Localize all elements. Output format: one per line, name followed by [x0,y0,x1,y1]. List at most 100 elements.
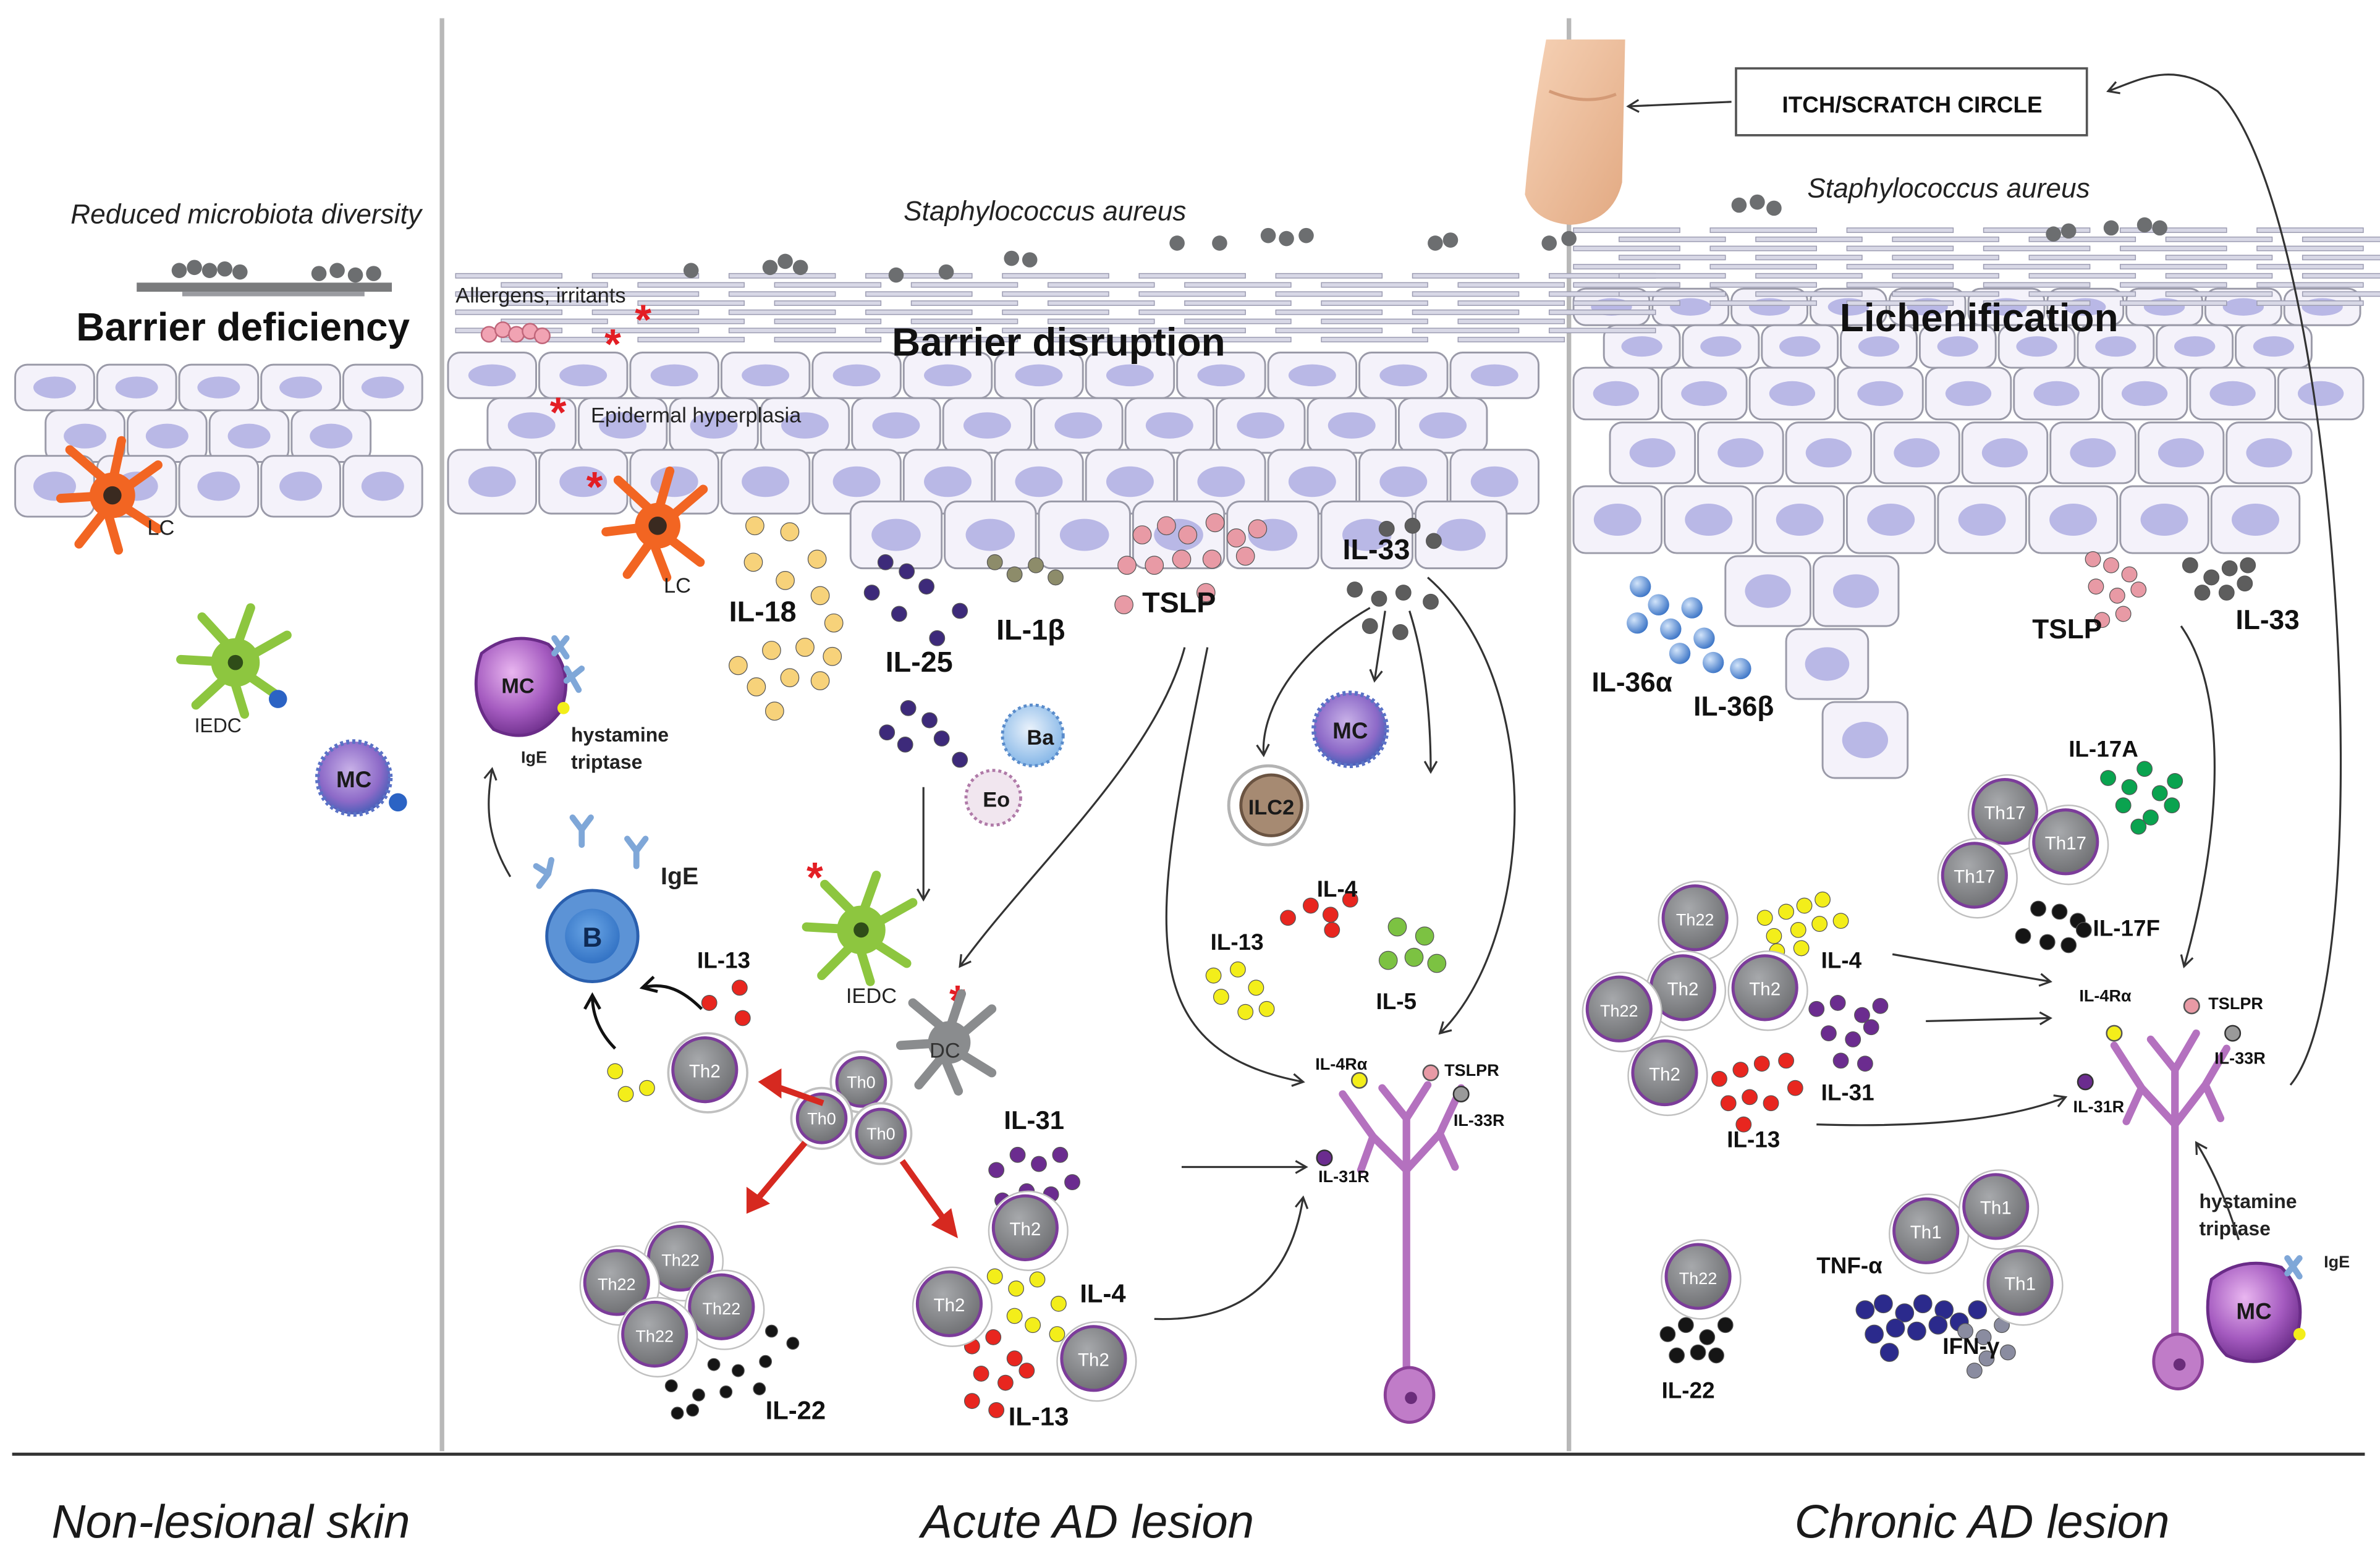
bacterium [1169,235,1185,251]
cytokine-dot [607,1063,624,1080]
cytokine-dot [639,1080,655,1096]
cytokine-dot [1735,1116,1752,1133]
bacterium [1561,230,1577,247]
bacterium [1022,252,1038,268]
il22-label-right: IL-22 [1662,1377,1715,1403]
bacterium [938,264,954,280]
cytokine-dot [686,1403,700,1417]
cytokine-dot [2115,797,2132,814]
nucleus [872,412,920,439]
svg-text:Th17: Th17 [2045,834,2086,854]
il17f-label: IL-17F [2093,916,2161,941]
cytokine-dot [2121,566,2138,583]
bacterium [683,263,699,278]
nucleus [2297,381,2344,406]
il4ra-label: IL-4Rα [1315,1055,1368,1073]
nucleus [2158,438,2204,468]
cytokine-dot [1928,1315,1948,1335]
il17a-label: IL-17A [2069,737,2138,762]
cytokine-dot [2221,560,2238,577]
svg-text:*: * [587,463,603,510]
nucleus [781,412,829,439]
signaling-arrows [483,577,1516,1321]
nucleus [965,518,1015,551]
nucleus [1858,336,1900,357]
cytokine-dot [1362,618,1378,635]
bacterium [777,253,793,269]
cytokine-dot [1404,947,1424,967]
cytokine-dot [2130,818,2147,835]
cytokine-dot [1132,525,1152,544]
bacterium [2103,220,2119,236]
dendritic-cell-icon [896,989,997,1096]
ige-label-right: IgE [2324,1253,2350,1271]
il31r-label: IL-31R [1318,1167,1370,1186]
cytokine-dot [2030,900,2046,917]
cytokine-dot [2130,581,2147,598]
eo-label: Eo [983,789,1010,812]
il22-label: IL-22 [766,1396,826,1425]
lichenification-heading: Lichenification [1840,295,2119,340]
cytokine-dot [2194,585,2211,601]
cytokine-dot [2182,557,2198,573]
bacterium [217,261,233,277]
cytokine-dot [1879,1343,1899,1362]
cytokine-dot [1202,549,1222,569]
cytokine-dot [1415,926,1434,946]
allergens-label: Allergens, irritants [455,284,625,307]
cytokine-dot [986,1268,1003,1285]
nucleus [559,466,608,497]
cytokine-dot [877,554,894,570]
bacterium [1766,200,1782,216]
il4-label-mid: IL-4 [1317,876,1358,902]
nucleus [1288,466,1336,497]
svg-text:*: * [604,320,621,368]
il31-label: IL-31 [1004,1106,1064,1135]
th1-cluster: Th1 Th1 Th1 [1888,1169,2064,1326]
cytokine-dot [1213,989,1229,1005]
cytokine-dot [753,1382,766,1395]
barrier-disruption-heading: Barrier disruption [892,319,1226,364]
svg-text:Th0: Th0 [847,1073,876,1092]
ilc2-cell-icon: ILC2 [1227,764,1310,847]
cytokine-dot [1006,1308,1023,1324]
cytokine-dot [897,736,913,753]
ilc2-label: ILC2 [1248,796,1295,819]
nucleus [1805,647,1850,681]
cytokine-dot [2103,557,2119,573]
cytokine-dot [900,700,917,716]
il33-label-right: IL-33 [2236,605,2300,635]
cytokine-dot [1766,928,1782,944]
il4ra-label-right: IL-4Rα [2079,986,2132,1005]
cytokine-dot [786,1337,800,1350]
cytokine-dot [921,712,938,729]
cytokine-dot [1237,1004,1254,1020]
nucleus [742,466,790,497]
il33r-label: IL-33R [1454,1111,1505,1130]
caption-chronic: Chronic AD lesion [1795,1495,2170,1548]
nucleus [197,471,240,501]
dc-label: DC [930,1039,960,1062]
cytokine-dot [1845,1031,1861,1047]
mc-label-right: MC [2236,1298,2271,1324]
cytokine-dot [747,677,766,696]
nucleus [1436,518,1486,551]
mc-label-middle: MC [501,674,535,698]
cytokine-dot [891,606,907,622]
cytokine-dot [929,630,946,646]
bacterium [329,263,345,278]
cytokine-dot [1796,897,1813,914]
cytokine-dot [824,613,844,633]
th17-cluster: Th17 Th17 Th17 [1937,774,2109,919]
cytokine-dot [1821,1025,1837,1042]
bacterium [347,267,363,283]
cytokine-dot [1742,1089,1758,1106]
ige-label: IgE [661,863,698,890]
cytokine-dot [1829,995,1846,1011]
nucleus [1717,438,1764,468]
cytokine-dot [1395,585,1412,601]
cytokine-dot [810,586,830,606]
bacterium [232,264,248,280]
nucleus [2016,336,2057,357]
cytokine-dot [2164,797,2180,814]
